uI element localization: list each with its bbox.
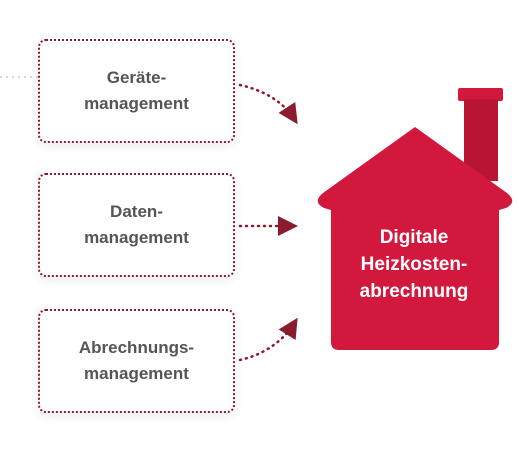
arrow-geraete [238, 83, 298, 125]
datenmanagement-label: Daten- management [84, 201, 189, 247]
house-icon [317, 127, 513, 350]
abrechnungsmanagement-box: Abrechnungs- management [38, 309, 235, 413]
abrechnungsmanagement-label: Abrechnungs- management [78, 337, 195, 383]
arrow-abrechnung [238, 317, 298, 362]
house-label: Digitale Heizkosten- abrechnung [359, 227, 469, 303]
geraetemanagement-box: Geräte- management [38, 39, 235, 143]
geraetemanagement-label: Geräte- management [84, 67, 189, 113]
datenmanagement-box: Daten- management [38, 173, 235, 277]
